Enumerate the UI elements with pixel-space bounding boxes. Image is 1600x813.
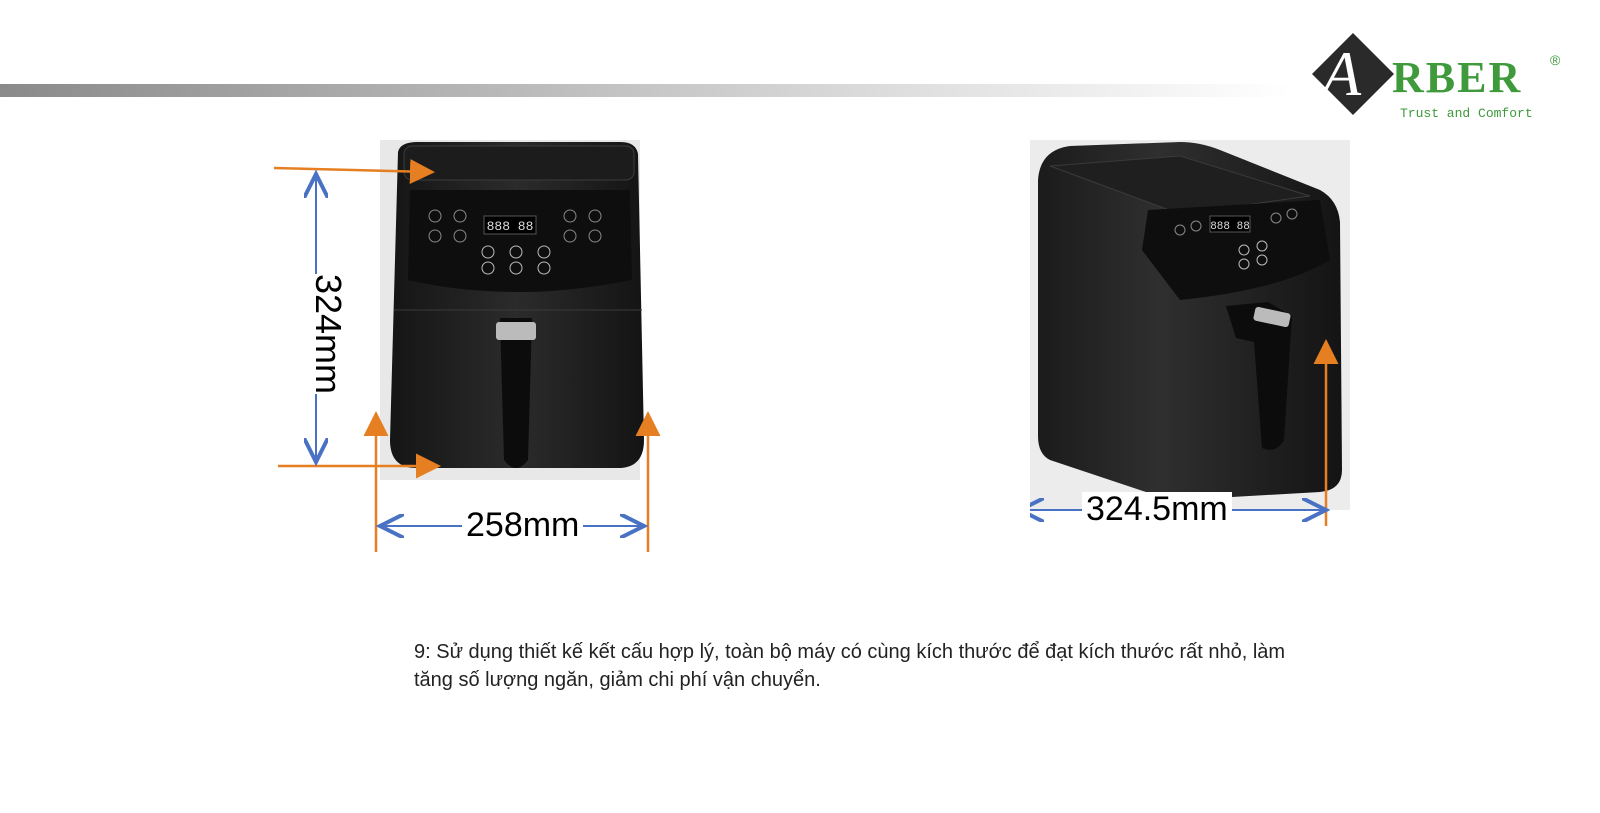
air-fryer-side: 888 88	[1030, 140, 1350, 510]
front-height-label: 324mm	[308, 273, 350, 395]
front-display: 888 88	[487, 219, 534, 234]
logo-letter: A	[1322, 38, 1362, 109]
arber-logo: A RBER ® Trust and Comfort	[1310, 30, 1565, 130]
logo-word: RBER	[1392, 53, 1523, 102]
caption-text: 9: Sử dụng thiết kế kết cấu hợp lý, toàn…	[414, 641, 1286, 691]
logo-tagline: Trust and Comfort	[1400, 106, 1533, 121]
registered-mark: ®	[1550, 52, 1561, 68]
front-width-label: 258mm	[462, 508, 584, 542]
front-view-diagram: 888 88	[273, 140, 661, 552]
header-gradient-bar	[0, 84, 1290, 97]
air-fryer-front: 888 88	[380, 140, 644, 480]
side-view-diagram: 888 88	[1030, 140, 1350, 526]
side-width-label: 324.5mm	[1082, 492, 1232, 526]
side-display: 888 88	[1210, 221, 1250, 233]
